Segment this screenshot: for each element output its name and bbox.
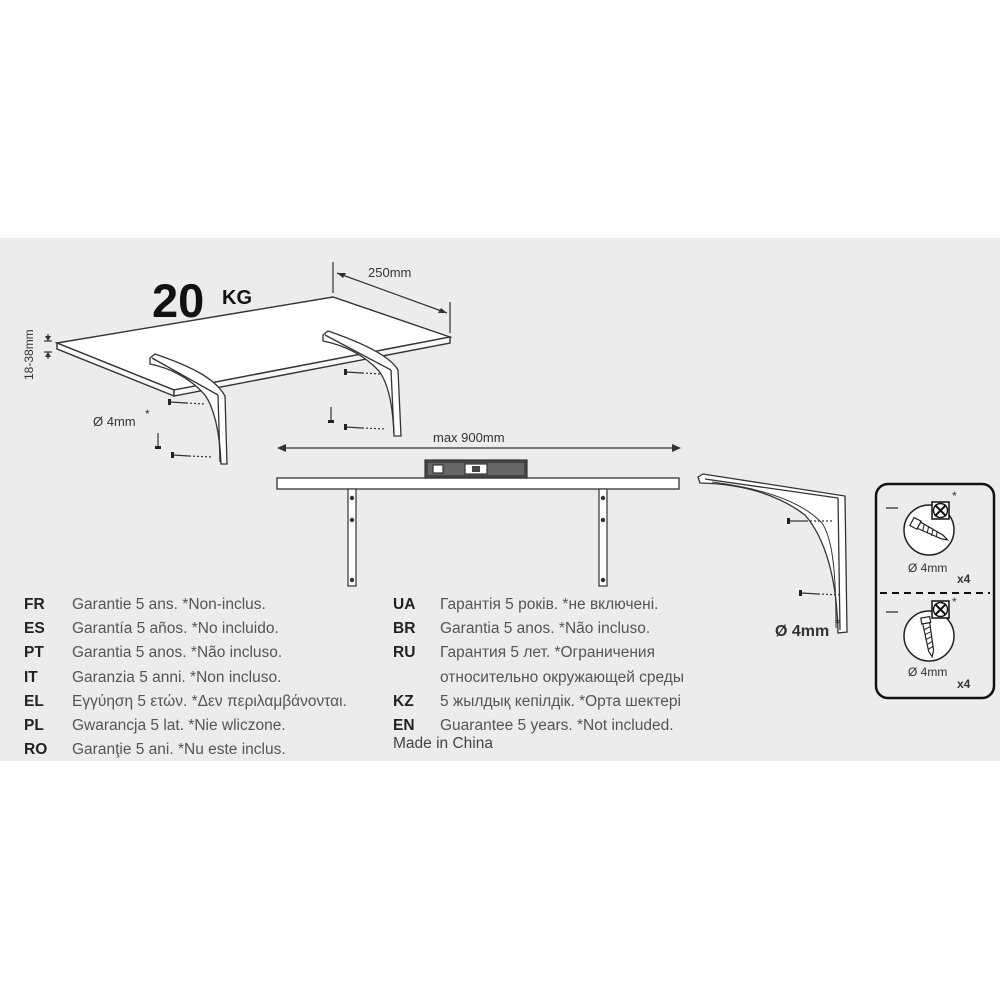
- thickness-label: 18-38mm: [22, 329, 36, 380]
- made-in-label: Made in China: [393, 735, 493, 752]
- bracket-front-right: [598, 488, 608, 587]
- legend-row: относительно окружающей среды: [393, 666, 684, 690]
- screw-diameter-left: Ø 4mm: [93, 414, 136, 429]
- language-code: RO: [24, 741, 48, 759]
- legend-row: FR Garantie 5 ans. *Non-inclus.: [24, 593, 347, 617]
- warranty-text: Garantía 5 años. *No incluido.: [72, 620, 279, 638]
- legend-row: EN Guarantee 5 years. *Not included.: [393, 714, 684, 738]
- not-included-mark-bottom: [931, 600, 950, 619]
- legend-row: RO Garanţie 5 ani. *Nu este inclus.: [24, 738, 347, 762]
- bracket-front-left: [347, 488, 357, 587]
- bracket-side-view: [697, 473, 848, 634]
- warranty-text: Guarantee 5 years. *Not included.: [440, 717, 674, 735]
- language-code: IT: [24, 668, 38, 686]
- depth-label: 250mm: [368, 265, 411, 280]
- screw-diameter-right-mark: *: [835, 615, 841, 631]
- not-included-mark-top: [931, 501, 950, 520]
- hardware-bottom-diameter: Ø 4mm: [908, 665, 947, 679]
- hardware-top-mark: *: [952, 489, 957, 503]
- screws-perspective: [157, 371, 387, 458]
- language-code: [393, 666, 440, 690]
- legend-row: PL Gwarancja 5 lat. *Nie wliczone.: [24, 714, 347, 738]
- legend-row: UA Гарантія 5 років. *не включені.: [393, 593, 684, 617]
- legend-row: PT Garantia 5 anos. *Não incluso.: [24, 641, 347, 665]
- warranty-text: Εγγύηση 5 ετών. *Δεν περιλαμβάνονται.: [72, 692, 347, 710]
- width-dimension: [277, 444, 681, 452]
- legend-row: ES Garantía 5 años. *No incluido.: [24, 617, 347, 641]
- warranty-text: Garanzia 5 anni. *Non incluso.: [72, 668, 282, 686]
- warranty-text: Garantie 5 ans. *Non-inclus.: [72, 596, 266, 613]
- warranty-text: Garanţie 5 ani. *Nu este inclus.: [72, 741, 286, 759]
- max-load-unit: KG: [222, 287, 252, 309]
- hardware-bottom-count: x4: [957, 677, 971, 691]
- warranty-text: Gwarancja 5 lat. *Nie wliczone.: [72, 717, 286, 735]
- legend-row: RU Гарантия 5 лет. *Ограничения: [393, 641, 684, 665]
- legend-row: BR Garantia 5 anos. *Não incluso.: [393, 617, 684, 641]
- hardware-box: * Ø 4mm x4 * Ø 4mm x4: [874, 482, 996, 700]
- language-code: KZ: [393, 692, 414, 710]
- language-code: PT: [24, 644, 44, 662]
- warranty-text: 5 жылдық кепілдік. *Орта шектері: [440, 692, 681, 710]
- hardware-top-count: x4: [957, 572, 971, 586]
- language-code: BR: [393, 620, 416, 638]
- language-code: EL: [24, 692, 44, 710]
- max-load-value: 20: [152, 274, 204, 327]
- bracket-left-perspective: [149, 353, 228, 465]
- installation-diagram: 18-38mm 250mm 20 KG: [22, 262, 996, 700]
- shelf-front-view: [276, 477, 680, 490]
- screw-diameter-left-mark: *: [145, 407, 150, 421]
- bracket-right-perspective: [322, 330, 402, 437]
- language-code: RU: [393, 644, 416, 662]
- screw-diameter-right: Ø 4mm: [775, 623, 829, 640]
- depth-dimension: [332, 262, 451, 333]
- warranty-text: Garantia 5 anos. *Não incluso.: [440, 620, 651, 638]
- warranty-legend-left: FR Garantie 5 ans. *Non-inclus. ES Garantí…: [24, 593, 347, 762]
- warranty-text: Гарантия 5 лет. *Ограничения: [440, 644, 655, 662]
- screws-side-view: [790, 520, 843, 596]
- language-code: FR: [24, 596, 45, 613]
- thickness-dimension: [44, 334, 52, 359]
- width-label: max 900mm: [433, 430, 505, 445]
- instruction-panel: 18-38mm 250mm 20 KG: [0, 238, 1000, 761]
- language-code: PL: [24, 717, 44, 735]
- legend-row: KZ 5 жылдық кепілдік. *Орта шектері: [393, 690, 684, 714]
- spirit-level: [424, 459, 528, 479]
- hardware-bottom-mark: *: [952, 595, 957, 609]
- wall-screw-icon: [886, 610, 955, 662]
- language-code: UA: [393, 596, 416, 613]
- legend-row: IT Garanzia 5 anni. *Non incluso.: [24, 666, 347, 690]
- language-code: EN: [393, 717, 415, 735]
- warranty-text: относительно окружающей среды: [440, 668, 684, 686]
- legend-row: EL Εγγύηση 5 ετών. *Δεν περιλαμβάνονται.: [24, 690, 347, 714]
- warranty-text: Garantia 5 anos. *Não incluso.: [72, 644, 283, 662]
- language-code: ES: [24, 620, 45, 638]
- warranty-legend-right: UA Гарантія 5 років. *не включені. BR Gara…: [393, 593, 684, 738]
- hardware-top-diameter: Ø 4mm: [908, 561, 947, 575]
- warranty-text: Гарантія 5 років. *не включені.: [440, 596, 659, 613]
